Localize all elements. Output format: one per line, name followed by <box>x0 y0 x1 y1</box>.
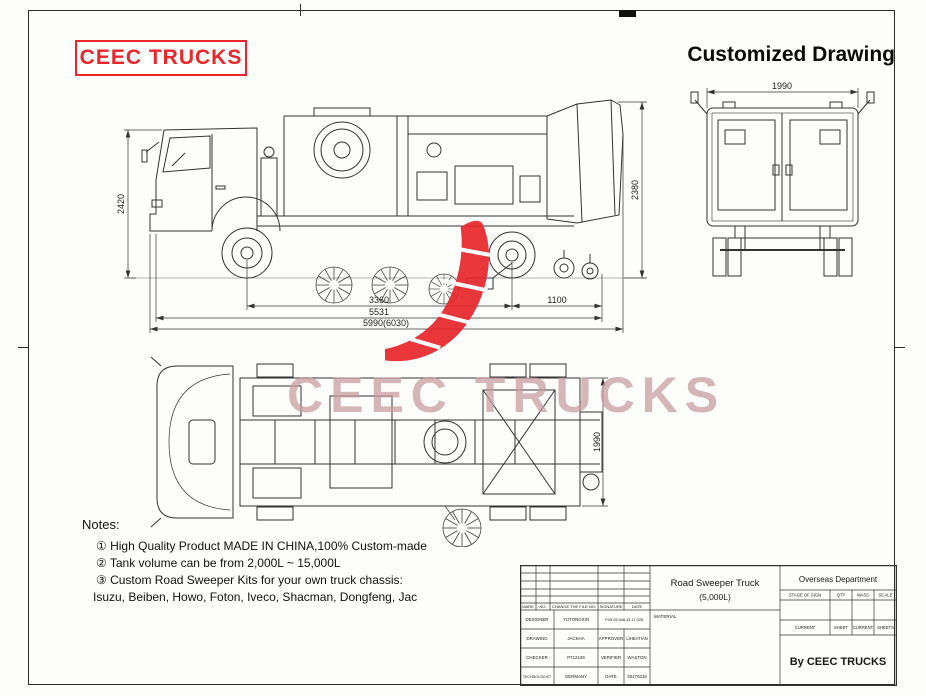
tb-stage-of-sign: STAGE OF SIGN <box>789 593 821 598</box>
wheels-plan <box>256 363 567 521</box>
note-item-2: ② Tank volume can be from 2,000L ~ 15,00… <box>96 556 341 570</box>
cab <box>141 127 281 232</box>
tb-header-mark: MARK <box>522 604 534 609</box>
tb-header-signature: SIGNATURE <box>599 604 622 609</box>
tb-date-label: DATE <box>605 674 616 679</box>
centering-mark <box>18 347 28 348</box>
truck-plan-body <box>150 356 603 528</box>
tb-verifier-label: VERIFIER <box>601 655 621 660</box>
sheet-border <box>28 10 895 685</box>
brand-logo: CEEC TRUCKS <box>75 40 247 76</box>
dim-overall-height-rear: 2380 <box>630 180 640 200</box>
rear-view-drawing: 1990 <box>690 81 875 277</box>
dim-rear-overall-width: 1990 <box>772 81 792 91</box>
tb-designer-value: YUTONGXIN <box>563 617 589 622</box>
notes-section: Notes: ① High Quality Product MADE IN CH… <box>82 517 512 606</box>
notes-heading: Notes: <box>82 517 120 532</box>
tb-header-date: DATE <box>632 604 643 609</box>
watermark-text: CEEC TRUCKS <box>287 367 726 423</box>
tb-qty: QTY <box>837 593 846 598</box>
tb-material-label: MATERIAL <box>654 614 677 619</box>
note-item-3: ③ Custom Road Sweeper Kits for your own … <box>96 573 403 587</box>
tb-drawing-label: DRAWING <box>526 636 548 641</box>
cab-plan <box>150 356 234 528</box>
centering-mark-filled <box>619 10 636 17</box>
tb-mass: MASS <box>857 593 869 598</box>
plan-sweeper-brush <box>442 505 482 547</box>
plan-view-drawing: 1990 <box>150 356 608 547</box>
rear-dimension-lines <box>706 88 859 108</box>
tb-designer-label: DESIGNER <box>526 617 549 622</box>
note-item-1: ① High Quality Product MADE IN CHINA,100… <box>96 539 427 553</box>
tb-header-change-file: CHANGE THE FILE NO. <box>552 604 596 609</box>
tb-current1: CURRENT <box>795 625 816 630</box>
centering-mark <box>300 4 301 16</box>
tb-checker-value: P712139 <box>567 655 585 660</box>
side-view-drawing: 2420 2380 3360 1100 5531 5990(6030) <box>116 99 647 333</box>
dim-overall-length: 5990(6030) <box>363 318 409 328</box>
tank-body <box>283 107 547 216</box>
caster-wheels <box>553 250 599 280</box>
dim-overall-height-front: 2420 <box>116 194 126 214</box>
tb-current2: CURRENT <box>853 625 874 630</box>
rear-hopper <box>546 99 624 224</box>
dim-rear-overhang: 1100 <box>547 295 566 305</box>
title-block-grid <box>520 565 897 686</box>
tb-document-no: P.05.09.048.13.17.028 <box>605 618 643 622</box>
tb-scale: SCALE <box>879 593 893 598</box>
centering-mark <box>895 347 905 348</box>
tb-department: Overseas Department <box>799 575 878 584</box>
tb-sheets: SHEETS <box>877 625 894 630</box>
truck-rear-body <box>690 91 875 277</box>
tb-technologist-label: TECHNOLOGIST <box>523 675 552 679</box>
tb-approver-label: APPROVER <box>599 636 623 641</box>
tb-technologist-value: GERMANY <box>565 674 587 679</box>
title-block: MARK NO. CHANGE THE FILE NO. SIGNATURE D… <box>520 565 897 686</box>
tb-sheet: SHEET <box>834 625 848 630</box>
dim-body-length: 5531 <box>369 307 389 317</box>
truck-side-body <box>141 99 624 290</box>
plan-dimension-lines <box>582 377 608 507</box>
dim-wheelbase: 3360 <box>369 295 389 305</box>
ceec-logo-watermark <box>385 220 494 362</box>
tb-verifier-value: WASTON <box>627 655 646 660</box>
tb-drawing-value: JACKHA <box>567 636 584 641</box>
note-item-4: Isuzu, Beiben, Howo, Foton, Iveco, Shacm… <box>93 590 418 604</box>
page-title: Customized Drawing <box>687 43 895 66</box>
tb-by-line: By CEEC TRUCKS <box>790 656 887 668</box>
tb-approver-value: LIHEATIAN <box>626 636 647 641</box>
tb-product-capacity: (5,000L) <box>699 592 731 602</box>
brand-logo-text: CEEC TRUCKS <box>79 46 243 69</box>
tb-checker-label: CHECKER <box>526 655 547 660</box>
dim-plan-overall-width: 1990 <box>592 432 602 452</box>
tb-product-name: Road Sweeper Truck <box>671 578 760 589</box>
tb-header-no: NO. <box>539 604 546 609</box>
tb-date-value: 20170319 <box>627 674 647 679</box>
